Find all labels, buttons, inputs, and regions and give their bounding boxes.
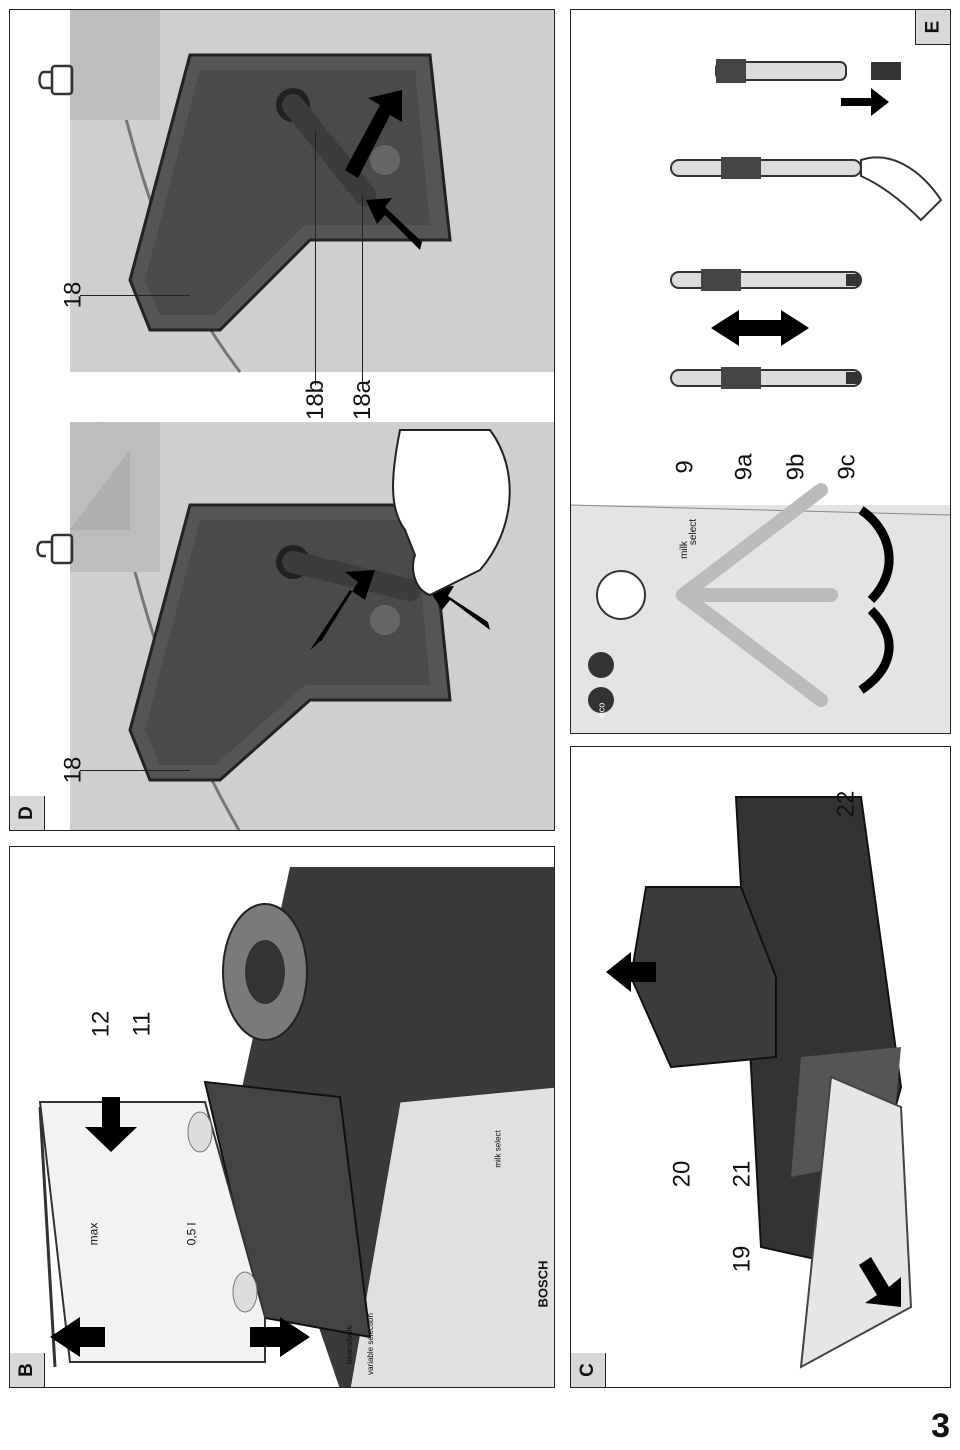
panel-text-variable: variable selection [365,1313,375,1375]
callout-12: 12 [87,1010,115,1038]
locked-icon [38,64,74,96]
callout-19: 19 [728,1245,756,1273]
panel-d: D [9,9,555,831]
callout-18a: 18a [349,379,377,421]
callout-9: 9 [671,460,699,474]
callout-9b: 9b [782,453,810,481]
tank-max-mark: max [86,1222,101,1246]
callout-20: 20 [668,1160,696,1188]
milk-frother-illustration [571,59,950,733]
frother-row-2 [670,269,862,291]
panel-b: B 12 11 max 0,5 l BOSCH beans/pulv. vari… [9,846,555,1388]
panel-text-milk: milk select [493,1130,503,1168]
callout-18b: 18b [302,379,330,421]
unlocked-icon [36,533,74,565]
page-number: 3 [931,1407,950,1445]
callout-18-lower: 18 [59,756,87,784]
callout-18-upper: 18 [59,281,87,309]
panel-e: E [570,9,951,734]
callout-11: 11 [128,1011,156,1037]
callout-9c: 9c [833,454,861,480]
brew-unit-illustration [36,10,554,830]
callout-21: 21 [728,1160,756,1188]
frother-row-4 [715,59,901,83]
panel-b-tag: B [10,1353,45,1387]
drip-tray-illustration [606,796,913,1369]
panel-c-tag: C [571,1353,606,1387]
eco-label: eco [596,702,607,718]
callout-9a: 9a [730,453,758,481]
callout-22: 22 [832,790,860,818]
select-label: select [688,518,700,546]
panel-c: C 20 21 19 22 [570,746,951,1388]
frother-row-1 [670,367,862,389]
water-tank-illustration [38,867,554,1387]
bosch-logo: BOSCH [535,1260,551,1308]
frother-row-3 [670,156,943,222]
panel-e-tag: E [915,10,950,45]
tank-half-litre-mark: 0,5 l [184,1222,199,1246]
panel-d-tag: D [10,796,45,830]
